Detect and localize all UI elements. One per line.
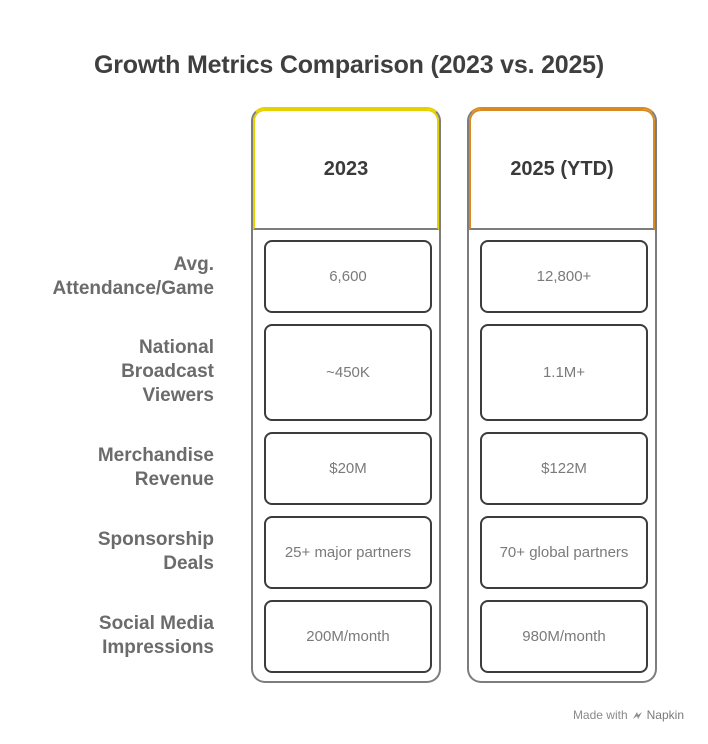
column-header-2025: 2025 (YTD) — [469, 109, 655, 230]
row-label-broadcast: National Broadcast Viewers — [121, 337, 214, 406]
napkin-logo-icon — [632, 711, 642, 719]
cell-2025-sponsorship: 70+ global partners — [480, 516, 648, 589]
column-2025: 2025 (YTD) 12,800+ 1.1M+ $122M 70+ globa… — [467, 107, 657, 683]
row-label-merchandise: Merchandise Revenue — [97, 445, 214, 490]
cell-2023-attendance: 6,600 — [264, 240, 432, 313]
cell-2025-attendance: 12,800+ — [480, 240, 648, 313]
row-label-attendance: Avg. Attendance/Game — [52, 254, 214, 299]
row-label-sponsorship: Sponsorship Deals — [97, 529, 214, 574]
cell-2023-merchandise: $20M — [264, 432, 432, 505]
row-label-social: Social Media Impressions — [98, 613, 214, 658]
cell-2025-broadcast: 1.1M+ — [480, 324, 648, 421]
footer-made-with: Made with — [572, 708, 628, 722]
footer-credit: Made with Napkin — [573, 708, 684, 722]
diagram-title: Growth Metrics Comparison (2023 vs. 2025… — [93, 51, 605, 79]
cell-2023-sponsorship: 25+ major partners — [264, 516, 432, 589]
cell-2023-social: 200M/month — [264, 600, 432, 673]
cell-2025-social: 980M/month — [480, 600, 648, 673]
column-header-2023: 2023 — [253, 109, 439, 230]
footer-brand: Napkin — [646, 708, 684, 722]
cell-2023-broadcast: ~450K — [264, 324, 432, 421]
cell-2025-merchandise: $122M — [480, 432, 648, 505]
column-2023: 2023 6,600 ~450K $20M 25+ major partners… — [251, 107, 441, 683]
